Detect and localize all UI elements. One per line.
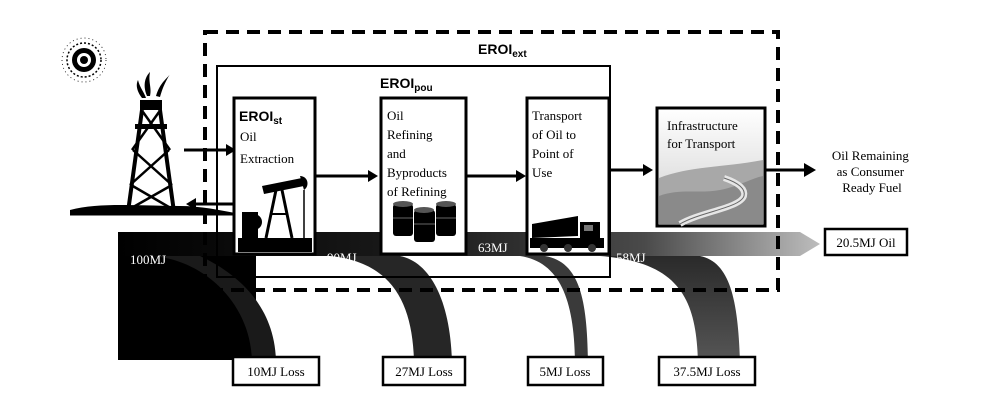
- output-line-1: Oil Remaining: [832, 148, 909, 163]
- refining-line-1: Oil: [387, 108, 404, 123]
- stage-infrastructure: Infrastructure for Transport: [655, 106, 767, 228]
- stage-refining: Oil Refining and Byproducts of Refining: [379, 96, 468, 256]
- transport-line-1: Transport: [532, 108, 582, 123]
- transport-line-3: Point of: [532, 146, 574, 161]
- svg-text:Infrastructure for Trans: Infrastructure for Transport: [667, 118, 741, 151]
- loss-box-3: 5MJ Loss: [526, 355, 605, 387]
- transport-line-2: of Oil to: [532, 127, 576, 142]
- svg-text:Oil Remaining as Consumer: Oil Remaining as Consumer Ready Fuel: [832, 148, 912, 195]
- energy-after-refining-label: 63MJ: [478, 240, 508, 255]
- stage-transport: Transport of Oil to Point of Use: [525, 96, 611, 256]
- refining-line-2: Refining: [387, 127, 433, 142]
- extraction-line-1: Oil: [240, 129, 257, 144]
- transport-line-4: Use: [532, 165, 552, 180]
- pumpjack-icon: [238, 176, 312, 252]
- energy-after-extraction-label: 90MJ: [327, 250, 357, 265]
- loss-label-1: 10MJ Loss: [247, 364, 304, 379]
- eroi-pou-label: EROIpou: [380, 75, 433, 94]
- eroi-st-label: EROIst: [239, 108, 283, 127]
- loss-box-4: 37.5MJ Loss: [657, 355, 757, 387]
- energy-input-label: 100MJ: [130, 252, 166, 267]
- loss-branch-4: [600, 256, 740, 360]
- sun-icon: [61, 37, 107, 83]
- svg-text:Oil Refining and: Oil Refining and Byproducts of Refining: [387, 108, 450, 199]
- loss-branches: [150, 256, 740, 360]
- refining-line-5: of Refining: [387, 184, 447, 199]
- loss-label-2: 27MJ Loss: [395, 364, 452, 379]
- extraction-line-2: Extraction: [240, 151, 295, 166]
- refining-line-3: and: [387, 146, 406, 161]
- loss-branch-3: [520, 256, 588, 360]
- energy-after-transport-label: 58MJ: [616, 250, 646, 265]
- loss-box-1: 10MJ Loss: [231, 355, 321, 387]
- road-landscape-icon: [659, 160, 763, 227]
- tanker-truck-icon: [530, 216, 604, 252]
- oil-derrick-icon: [70, 72, 240, 216]
- infrastructure-line-1: Infrastructure: [667, 118, 738, 133]
- infrastructure-line-2: for Transport: [667, 136, 736, 151]
- loss-box-2: 27MJ Loss: [381, 355, 467, 387]
- eroi-ext-label: EROIext: [478, 41, 527, 60]
- svg-text:Oil Extraction: Oil Extraction: [240, 129, 295, 166]
- loss-label-3: 5MJ Loss: [540, 364, 591, 379]
- output-line-2: as Consumer: [837, 164, 905, 179]
- derrick-arrows: [184, 144, 236, 210]
- eroi-ext-boundary: [203, 30, 780, 292]
- svg-text:Transport of Oil to: Transport of Oil to Point of Use: [532, 108, 585, 180]
- refining-line-4: Byproducts: [387, 165, 447, 180]
- oil-barrels-icon: [393, 201, 456, 242]
- loss-branch-2: [330, 256, 452, 360]
- stage-extraction: EROIst Oil Extraction: [232, 96, 317, 256]
- output-line-3: Ready Fuel: [842, 180, 902, 195]
- final-oil-label: 20.5MJ Oil: [836, 235, 896, 250]
- final-oil-box: 20.5MJ Oil: [823, 227, 909, 257]
- loss-label-4: 37.5MJ Loss: [673, 364, 740, 379]
- loss-branch-1: [150, 256, 276, 360]
